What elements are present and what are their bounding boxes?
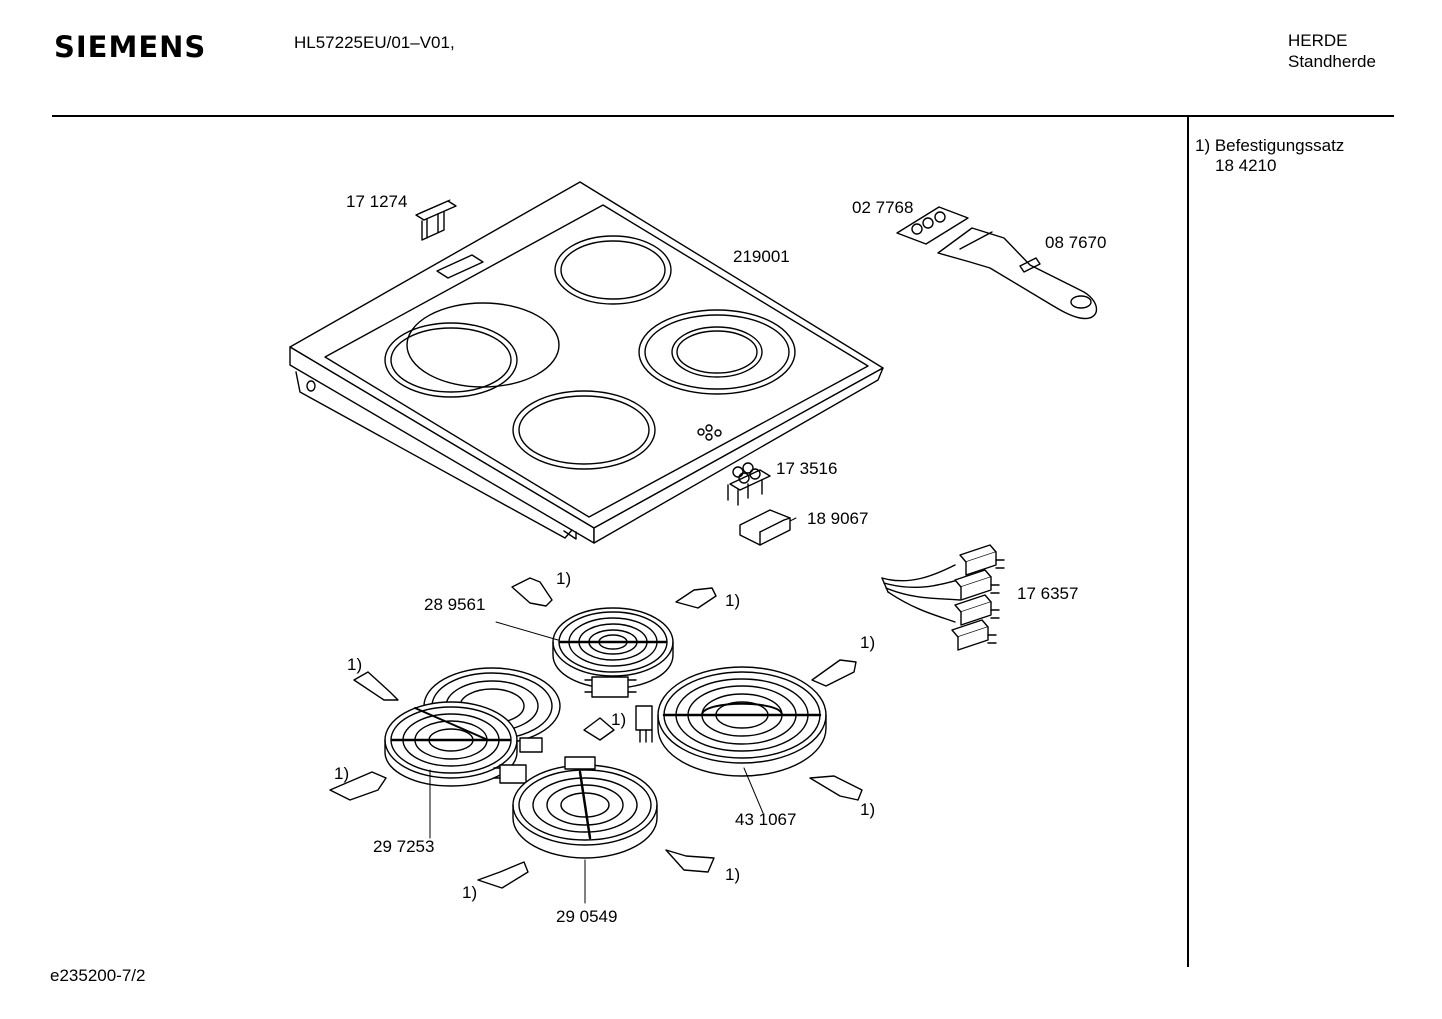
bracket-icon[interactable]	[329, 771, 387, 801]
marker-fixing-kit: 1)	[860, 633, 875, 652]
marker-fixing-kit: 1)	[725, 591, 740, 610]
marker-fixing-kit: 1)	[611, 710, 626, 729]
bracket-icon[interactable]	[665, 849, 715, 873]
label-173516: 17 3516	[776, 459, 837, 478]
clip-171274-icon[interactable]	[415, 199, 457, 241]
marker-fixing-kit: 1)	[860, 800, 875, 819]
sidebar-divider	[1187, 117, 1189, 967]
brand-logo: SIEMENS	[54, 30, 207, 64]
cover-189067-icon[interactable]	[739, 509, 791, 546]
bracket-icon[interactable]	[809, 775, 863, 801]
label-290549: 29 0549	[556, 907, 617, 926]
fixing-kit-label: 1) Befestigungssatz	[1195, 136, 1345, 155]
fixing-kit-note: 1) Befestigungssatz 18 4210	[1195, 136, 1344, 176]
model-number: HL57225EU/01–V01,	[294, 33, 455, 52]
marker-fixing-kit: 1)	[725, 865, 740, 884]
header-divider	[52, 115, 1394, 117]
label-087670: 08 7670	[1045, 233, 1106, 252]
drawing-id: e235200-7/2	[50, 966, 146, 985]
marker-fixing-kit: 1)	[334, 764, 349, 783]
label-176357: 17 6357	[1017, 584, 1078, 603]
category-title: HERDE	[1288, 31, 1348, 50]
bracket-icon[interactable]	[811, 659, 857, 687]
fixing-kit-code: 18 4210	[1215, 156, 1277, 175]
label-431067: 43 1067	[735, 810, 796, 829]
scraper-tool-icon[interactable]	[937, 227, 1097, 320]
label-189067: 18 9067	[807, 509, 868, 528]
heating-element-297253-icon[interactable]	[384, 667, 561, 787]
cable-harness-icon[interactable]	[881, 544, 1005, 651]
category-subtitle: Standherde	[1288, 52, 1376, 71]
category-block: HERDE Standherde	[1288, 30, 1376, 72]
bracket-icon[interactable]	[353, 671, 399, 701]
knob-insert-173516-icon[interactable]	[727, 462, 771, 506]
sensor-clip-icon[interactable]	[583, 717, 615, 741]
label-289561: 28 9561	[424, 595, 485, 614]
label-219001: 219001	[733, 247, 790, 266]
heating-element-290549-icon[interactable]	[512, 756, 658, 859]
bracket-icon[interactable]	[477, 861, 529, 889]
marker-fixing-kit: 1)	[347, 655, 362, 674]
label-171274: 17 1274	[346, 192, 407, 211]
heating-element-431067-icon[interactable]	[635, 666, 827, 777]
bracket-icon[interactable]	[511, 577, 553, 607]
cooktop-glass-icon[interactable]	[289, 181, 884, 544]
heating-element-289561-icon[interactable]	[552, 607, 674, 698]
marker-fixing-kit: 1)	[462, 883, 477, 902]
marker-fixing-kit: 1)	[556, 569, 571, 588]
seal-027768-icon[interactable]	[896, 206, 969, 245]
label-297253: 29 7253	[373, 837, 434, 856]
bracket-icon[interactable]	[675, 587, 717, 609]
label-027768: 02 7768	[852, 198, 913, 217]
